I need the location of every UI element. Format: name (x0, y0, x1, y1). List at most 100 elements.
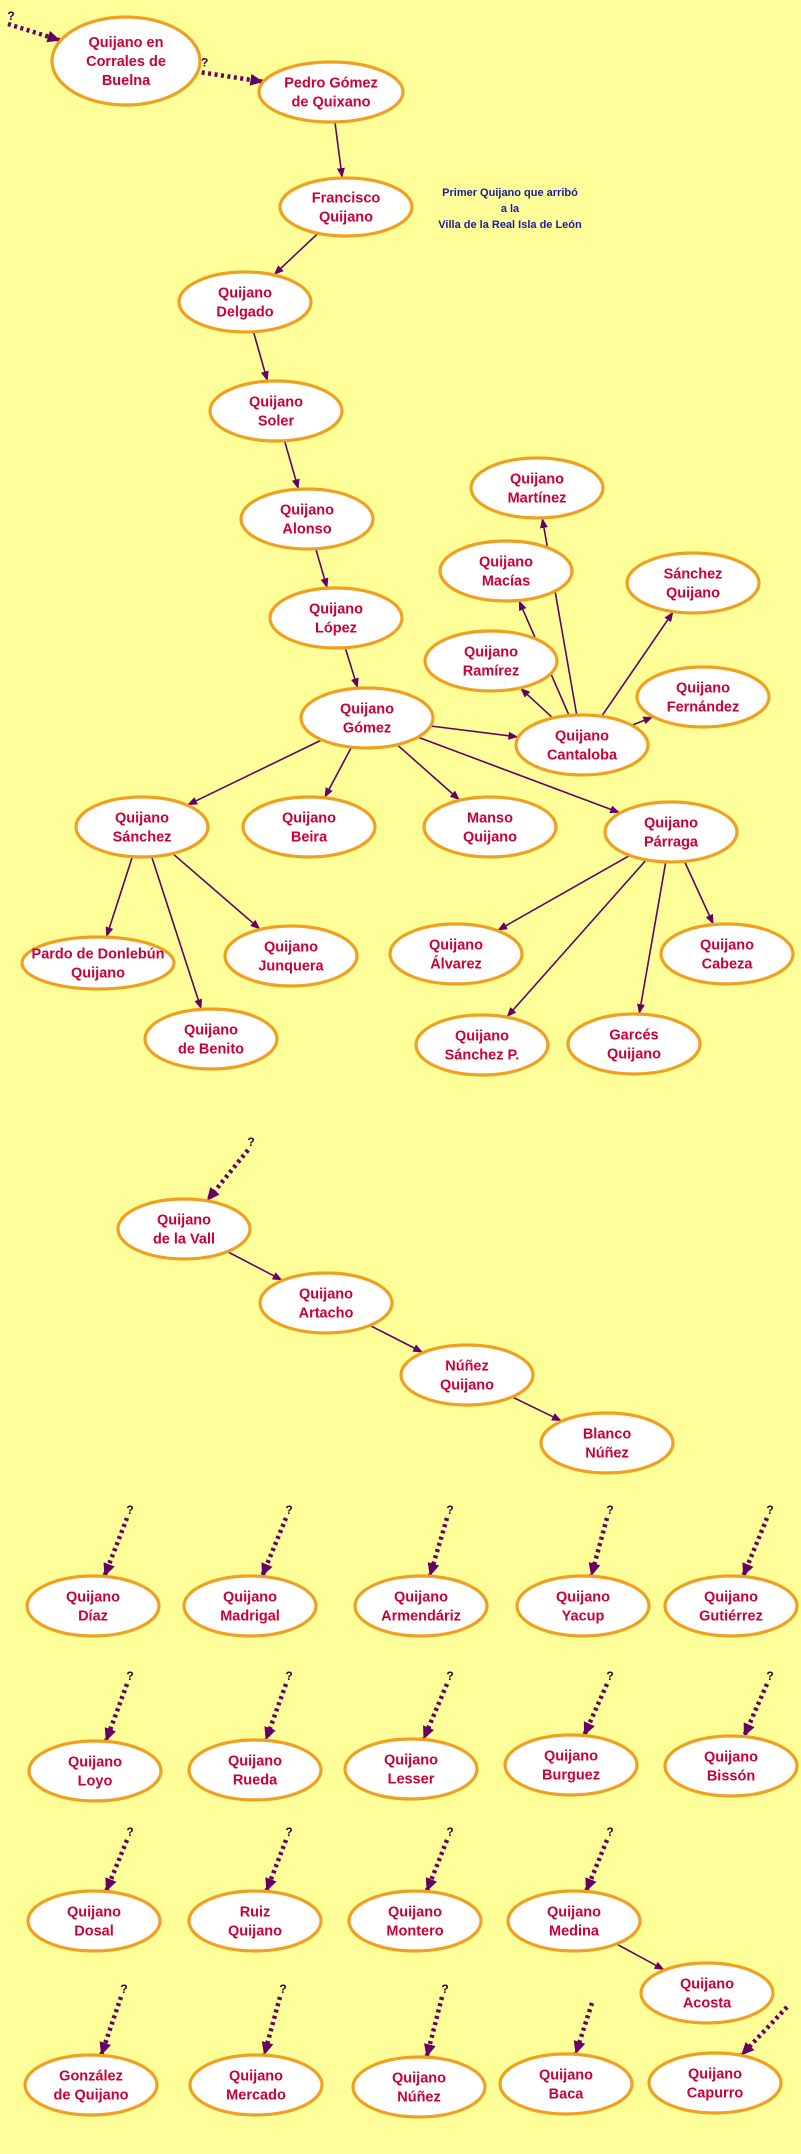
unknown-mark: ? (126, 1503, 133, 1517)
node-ellipse (663, 1574, 799, 1638)
node-label: Quijano (218, 286, 272, 302)
edge-medina-to-acosta (616, 1943, 665, 1971)
unknown-link-to-baca (573, 2002, 595, 2055)
node-ellipse (422, 795, 558, 859)
edge-gomez-to-beira (324, 746, 353, 798)
node-ellipse (239, 487, 375, 551)
unknown-mark: ? (201, 55, 208, 69)
node-ellipse (503, 1733, 639, 1797)
unknown-mark: ? (126, 1669, 133, 1683)
node-label: Quijano (66, 1590, 120, 1606)
node-label: Dosal (74, 1924, 114, 1940)
unknown-mark: ? (446, 1825, 453, 1839)
edge-parraga-to-sanchezp (506, 859, 647, 1018)
node-label: Quijano (249, 395, 303, 411)
node-ellipse (539, 1411, 675, 1475)
node-label: Sánchez P. (445, 1048, 520, 1064)
node-label: Cantaloba (547, 748, 618, 764)
unknown-link-to-lesser (421, 1683, 450, 1740)
unknown-mark: ? (606, 1825, 613, 1839)
node-ellipse (498, 2052, 634, 2116)
node-label: Buelna (102, 73, 151, 89)
unknown-mark: ? (285, 1503, 292, 1517)
note-line-3: Villa de la Real Isla de León (438, 219, 582, 231)
node-label: Quijano (229, 2069, 283, 2085)
node-label: Quijano (644, 816, 698, 832)
node-ellipse (506, 1889, 642, 1953)
unknown-mark: ? (247, 1135, 254, 1149)
node-label: Quijano (309, 602, 363, 618)
node-ellipse (241, 795, 377, 859)
edge-nunezq-to-blanco (511, 1396, 562, 1422)
unknown-mark: ? (285, 1669, 292, 1683)
node-label: Ramírez (463, 664, 519, 680)
unknown-mark: ? (766, 1669, 773, 1683)
unknown-mark: ? (279, 1982, 286, 1996)
node-label: Delgado (216, 305, 273, 321)
edge-artacho-to-nunezq (369, 1324, 424, 1353)
node-label: Alonso (282, 522, 331, 538)
node-label: Quijano (555, 729, 609, 745)
edge-parraga-to-cabeza (683, 861, 714, 925)
edge-soler-to-alonso (283, 440, 300, 490)
node-label: Quijano (666, 586, 720, 602)
node-ellipse (268, 586, 404, 650)
node-label: Macías (482, 574, 530, 590)
node-ellipse (182, 1574, 318, 1638)
node-ellipse (414, 1013, 550, 1077)
note-line-2: a la (501, 203, 520, 215)
node-ellipse (353, 1574, 489, 1638)
node-label: Quijano (157, 1213, 211, 1229)
